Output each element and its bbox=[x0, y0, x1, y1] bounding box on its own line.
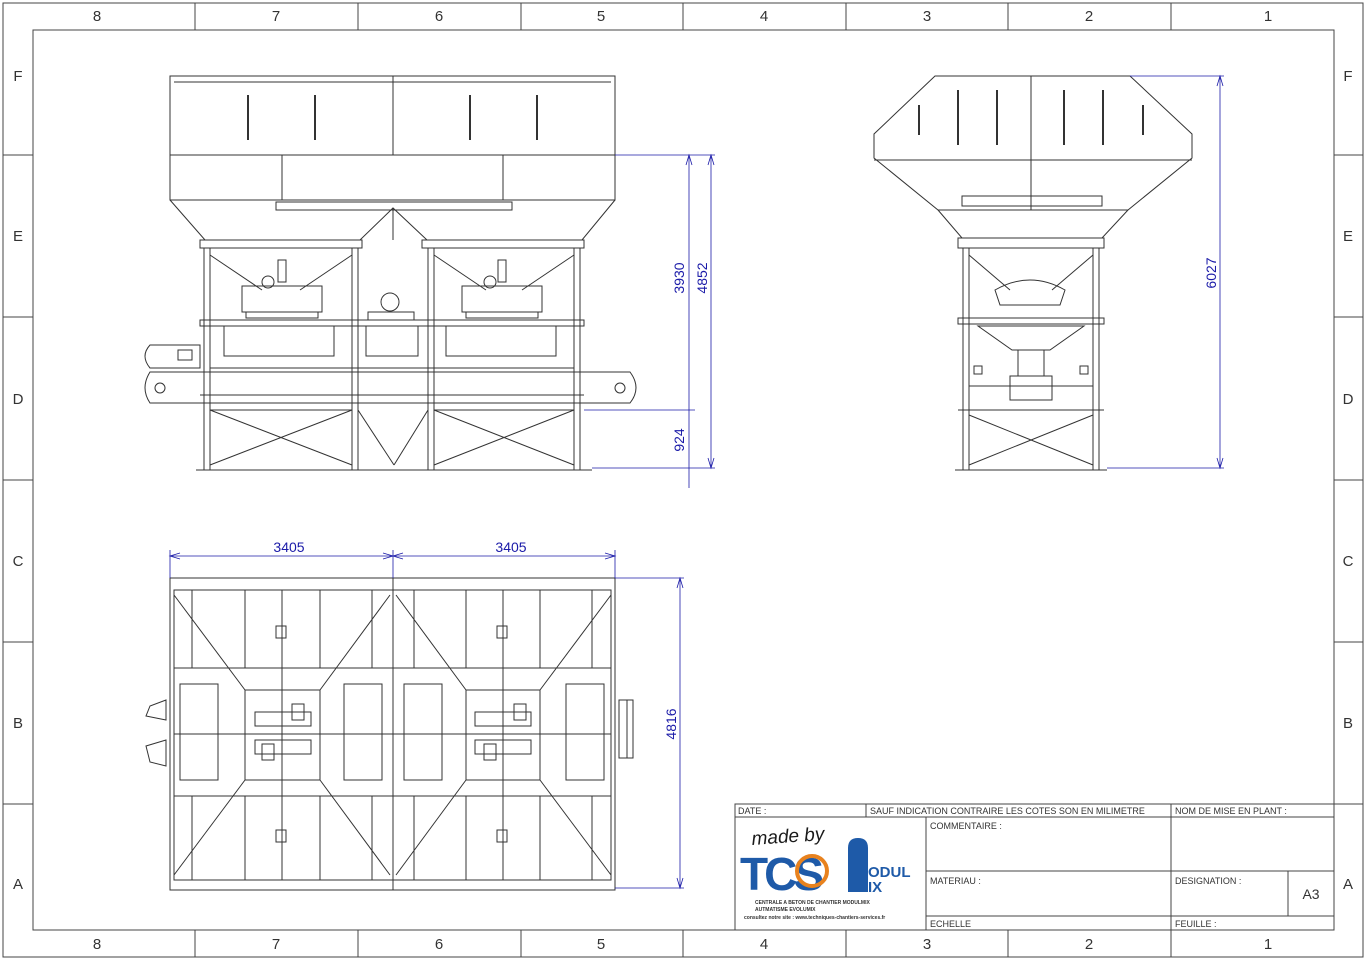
sheet-label: FEUILLE : bbox=[1175, 919, 1217, 929]
comment-label: COMMENTAIRE : bbox=[930, 821, 1002, 831]
tcs-modulmix-logo: made by TCS ODUL IX CENTRALE A BETON DE … bbox=[740, 824, 911, 921]
zone-labels-columns: 8 7 6 5 4 3 2 1 8 7 6 5 4 3 2 1 bbox=[93, 8, 1272, 953]
row-label-left: D bbox=[13, 391, 24, 408]
top-view bbox=[145, 577, 634, 891]
material-label: MATERIAU : bbox=[930, 876, 981, 886]
col-label-bottom: 4 bbox=[760, 936, 768, 953]
title-block-text: DATE : SAUF INDICATION CONTRAIRE LES COT… bbox=[738, 806, 1320, 929]
logo-made-by: made by bbox=[751, 824, 827, 850]
dimension-3930: 3930 bbox=[671, 262, 687, 293]
dimension-4816: 4816 bbox=[663, 708, 679, 739]
front-dimensions bbox=[584, 153, 715, 488]
row-label-right: A bbox=[1343, 876, 1353, 893]
dimension-6027: 6027 bbox=[1203, 257, 1219, 288]
plan-name-label: NOM DE MISE EN PLANT : bbox=[1175, 806, 1287, 816]
logo-modul: ODUL bbox=[868, 864, 911, 881]
dimension-3405-left: 3405 bbox=[273, 539, 304, 555]
front-dimension-labels: 3930 4852 924 bbox=[671, 262, 710, 451]
col-label-top: 1 bbox=[1264, 8, 1272, 25]
col-label-top: 6 bbox=[435, 8, 443, 25]
side-dimensions bbox=[1107, 74, 1224, 470]
col-label-top: 8 bbox=[93, 8, 101, 25]
logo-swoosh-icon bbox=[795, 854, 829, 888]
side-view bbox=[873, 75, 1193, 471]
row-label-right: B bbox=[1343, 715, 1353, 732]
row-label-right: C bbox=[1343, 553, 1354, 570]
col-label-bottom: 5 bbox=[597, 936, 605, 953]
units-note: SAUF INDICATION CONTRAIRE LES COTES SON … bbox=[870, 806, 1145, 816]
row-label-left: C bbox=[13, 553, 24, 570]
row-label-left: E bbox=[13, 228, 23, 245]
dimension-4852: 4852 bbox=[694, 262, 710, 293]
row-label-left: B bbox=[13, 715, 23, 732]
designation-label: DESIGNATION : bbox=[1175, 876, 1241, 886]
col-label-top: 4 bbox=[760, 8, 768, 25]
col-label-top: 5 bbox=[597, 8, 605, 25]
col-label-bottom: 3 bbox=[923, 936, 931, 953]
title-block bbox=[734, 803, 1335, 931]
row-label-right: D bbox=[1343, 391, 1354, 408]
col-label-top: 2 bbox=[1085, 8, 1093, 25]
scale-label: ECHELLE bbox=[930, 919, 971, 929]
logo-mix: IX bbox=[868, 879, 882, 896]
date-label: DATE : bbox=[738, 806, 766, 816]
dimension-3405-right: 3405 bbox=[495, 539, 526, 555]
col-label-bottom: 7 bbox=[272, 936, 280, 953]
col-label-bottom: 2 bbox=[1085, 936, 1093, 953]
row-label-left: F bbox=[13, 68, 22, 85]
logo-line-2: AUTMATISME EVOLUMIX bbox=[755, 907, 816, 913]
front-view bbox=[144, 75, 637, 471]
row-label-right: E bbox=[1343, 228, 1353, 245]
top-dimensions bbox=[168, 550, 684, 890]
logo-line-3: consultez notre site : www.techniques-ch… bbox=[744, 915, 885, 921]
top-dimension-labels: 3405 3405 4816 bbox=[273, 539, 679, 740]
col-label-top: 3 bbox=[923, 8, 931, 25]
dimension-924: 924 bbox=[671, 428, 687, 452]
row-label-left: A bbox=[13, 876, 23, 893]
col-label-bottom: 1 bbox=[1264, 936, 1272, 953]
col-label-bottom: 6 bbox=[435, 936, 443, 953]
zone-labels-rows: F E D C B A F E D C B A bbox=[13, 68, 1354, 893]
format-label: A3 bbox=[1302, 886, 1319, 902]
col-label-top: 7 bbox=[272, 8, 280, 25]
logo-line-1: CENTRALE A BETON DE CHANTIER MODULMIX bbox=[755, 900, 870, 906]
zone-ticks bbox=[3, 3, 1363, 957]
col-label-bottom: 8 bbox=[93, 936, 101, 953]
row-label-right: F bbox=[1343, 68, 1352, 85]
modulmix-silo-icon bbox=[848, 838, 868, 892]
